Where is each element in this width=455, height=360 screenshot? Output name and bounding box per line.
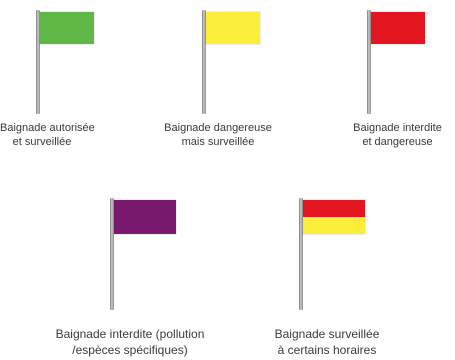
red-yellow-flag-cloth: [303, 200, 365, 234]
caption-red-yellow-flag: Baignade surveillée à certains horaires: [274, 327, 380, 357]
caption-red-flag: Baignade interdite et dangereuse: [353, 122, 442, 148]
caption-yellow-flag: Baignade dangereuse mais surveillée: [164, 122, 272, 148]
flag-pole: [367, 10, 371, 114]
caption-purple-flag: Baignade interdite (pollution /espèces s…: [55, 327, 205, 357]
yellow-flag-cloth: [206, 12, 260, 44]
flag-pole: [202, 10, 206, 114]
caption-green-flag: Baignade autorisée et surveillée: [0, 122, 95, 148]
purple-flag-cloth: [114, 200, 176, 234]
flag-pole: [110, 198, 114, 310]
flag-pole: [36, 10, 40, 114]
red-stripe: [303, 200, 365, 217]
yellow-stripe: [303, 217, 365, 234]
red-flag-cloth: [371, 12, 425, 44]
green-flag-cloth: [40, 12, 94, 44]
flag-pole: [299, 198, 303, 310]
